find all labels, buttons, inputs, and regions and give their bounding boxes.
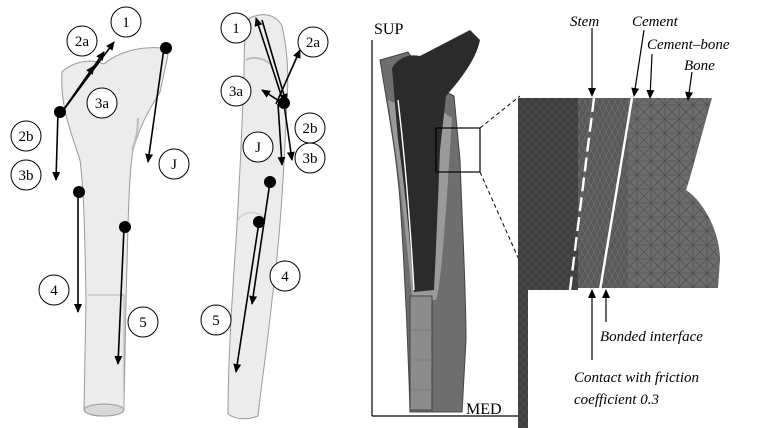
force-origin-dot <box>253 216 265 228</box>
stem-label: Stem <box>570 14 599 30</box>
label-J: J <box>159 149 189 179</box>
zoom-leader-top <box>480 96 520 128</box>
label-1-text: 1 <box>232 21 240 37</box>
label-3a: 3a <box>221 76 251 106</box>
label-1-text: 1 <box>122 15 130 31</box>
label-2a: 2a <box>67 26 97 56</box>
label-2b: 2b <box>295 113 325 143</box>
label-4-text: 4 <box>50 283 58 299</box>
force-origin-dot <box>278 97 290 109</box>
contact-friction-label-line2: coefficient 0.3 <box>574 392 659 408</box>
distal-canal <box>410 296 432 410</box>
label-J-text: J <box>171 157 177 173</box>
label-3b-text: 3b <box>19 168 34 184</box>
label-4-text: 4 <box>281 269 289 285</box>
label-4: 4 <box>39 275 69 305</box>
label-2a: 2a <box>298 27 328 57</box>
bonded-interface-label: Bonded interface <box>600 329 703 345</box>
mesh-cement-region <box>578 98 628 288</box>
label-5: 5 <box>201 305 231 335</box>
med-label: MED <box>466 401 502 418</box>
label-3b: 3b <box>295 143 325 173</box>
label-3a-text: 3a <box>95 96 110 112</box>
label-3a: 3a <box>87 88 117 118</box>
force-origin-dot <box>119 221 131 233</box>
mesh-bone-region <box>628 98 720 288</box>
label-1: 1 <box>111 7 141 37</box>
cement-bone-label: Cement–bone <box>647 37 730 53</box>
force-2b-3b-arrow <box>56 112 58 180</box>
label-3b-text: 3b <box>303 151 318 167</box>
force-origin-dot <box>73 186 85 198</box>
label-2b-text: 2b <box>19 129 34 145</box>
label-4: 4 <box>270 261 300 291</box>
contact-friction-label-line1: Contact with friction <box>574 370 699 386</box>
label-5-text: 5 <box>139 315 147 331</box>
cement-label: Cement <box>632 14 679 30</box>
sup-label: SUP <box>374 21 403 38</box>
label-2a-text: 2a <box>306 35 321 51</box>
label-2a-text: 2a <box>75 34 90 50</box>
label-5-text: 5 <box>212 313 220 329</box>
label-2b-text: 2b <box>303 121 318 137</box>
label-5: 5 <box>128 307 158 337</box>
label-J-text: J <box>255 140 261 156</box>
force-origin-dot <box>160 42 172 54</box>
label-3a-text: 3a <box>229 84 244 100</box>
label-2b: 2b <box>11 121 41 151</box>
zoom-leader-bottom <box>480 172 520 262</box>
label-3b: 3b <box>11 160 41 190</box>
cross-section-view: SUP MED <box>372 21 520 418</box>
force-origin-dot <box>54 106 66 118</box>
label-1: 1 <box>221 13 251 43</box>
force-origin-dot <box>264 176 276 188</box>
bone-label: Bone <box>684 58 715 74</box>
label-J: J <box>243 132 273 162</box>
